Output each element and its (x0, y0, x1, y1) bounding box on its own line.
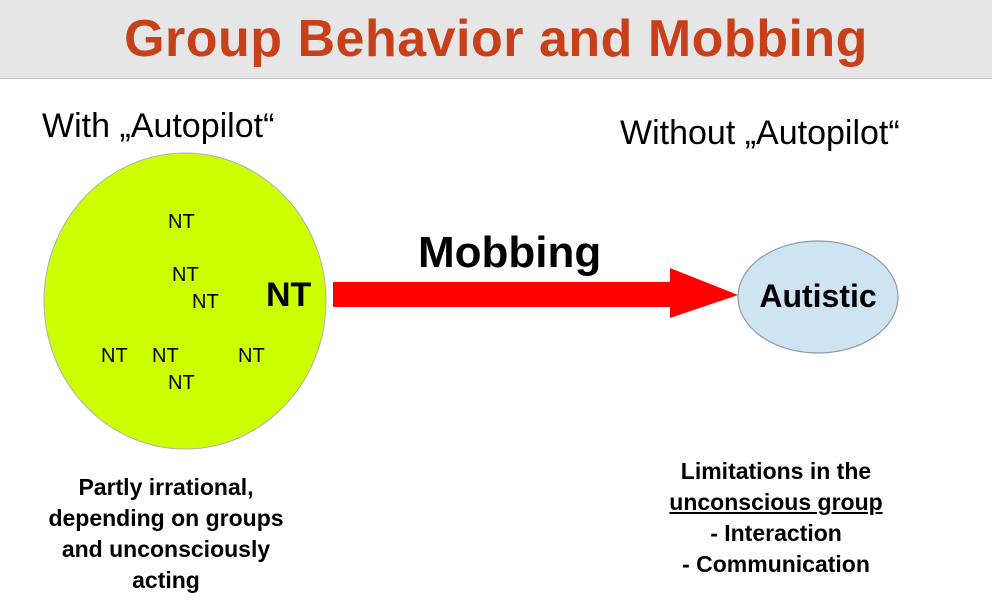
nt-group-circle (43, 152, 327, 450)
caption-line: - Interaction (710, 520, 842, 546)
nt-member-label: NT (172, 264, 199, 286)
page-title: Group Behavior and Mobbing (124, 10, 868, 68)
mobbing-label: Mobbing (418, 228, 602, 277)
title-bar: Group Behavior and Mobbing (0, 0, 992, 79)
left-caption: Partly irrational, depending on groups a… (20, 472, 312, 596)
caption-line-underlined: unconscious group (669, 489, 883, 515)
autistic-label: Autistic (759, 278, 877, 314)
caption-line: and unconsciously (61, 536, 271, 562)
caption-line: depending on groups (48, 505, 284, 531)
caption-line: - Communication (682, 551, 870, 577)
caption-line: Limitations in the (680, 458, 872, 484)
right-caption: Limitations in the unconscious group - I… (626, 456, 926, 580)
nt-member-label: NT (152, 345, 179, 367)
nt-member-label: NT (192, 291, 219, 313)
autistic-node (737, 240, 899, 354)
caption-line: acting (132, 567, 200, 593)
nt-member-label: NT (238, 345, 265, 367)
heading-with-autopilot: With „Autopilot“ (42, 107, 275, 145)
heading-without-autopilot: Without „Autopilot“ (620, 114, 900, 152)
caption-line: Partly irrational, (78, 474, 254, 500)
nt-featured-label: NT (266, 276, 312, 314)
mobbing-arrow (333, 268, 738, 318)
nt-member-label: NT (168, 211, 195, 233)
nt-member-label: NT (101, 345, 128, 367)
nt-member-label: NT (168, 372, 195, 394)
